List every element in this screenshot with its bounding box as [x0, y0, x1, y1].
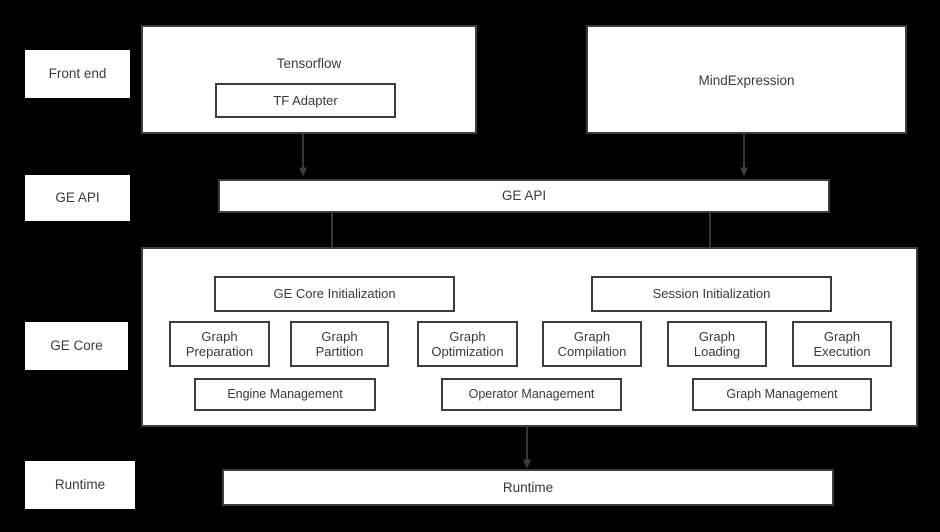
graph-management-box[interactable]: Graph Management [692, 378, 872, 411]
ge-api-bar[interactable]: GE API [218, 179, 830, 213]
graph-loading-label: Graph Loading [693, 328, 741, 359]
mindexpression-group[interactable]: MindExpression [586, 25, 907, 134]
stage-label-runtime-text: Runtime [54, 477, 106, 493]
graph-partition-box[interactable]: Graph Partition [290, 321, 389, 367]
graph-preparation-box[interactable]: Graph Preparation [169, 321, 270, 367]
tensorflow-group[interactable]: Tensorflow TF Adapter [141, 25, 477, 134]
graph-execution-box[interactable]: Graph Execution [792, 321, 892, 367]
operator-management-box[interactable]: Operator Management [441, 378, 622, 411]
stage-label-ge-api: GE API [25, 175, 130, 221]
graph-compilation-box[interactable]: Graph Compilation [542, 321, 642, 367]
ge-api-bar-label: GE API [501, 188, 547, 204]
stage-label-ge-core-text: GE Core [50, 338, 103, 354]
ge-core-initialization-label: GE Core Initialization [273, 286, 396, 302]
graph-loading-box[interactable]: Graph Loading [667, 321, 767, 367]
graph-compilation-label: Graph Compilation [557, 328, 627, 359]
runtime-bar[interactable]: Runtime [222, 469, 834, 506]
graph-partition-label: Graph Partition [315, 328, 364, 359]
ge-core-container[interactable]: GE Core Initialization Session Initializ… [141, 247, 918, 427]
engine-management-box[interactable]: Engine Management [194, 378, 376, 411]
graph-optimization-label: Graph Optimization [431, 328, 504, 359]
stage-label-ge-api-text: GE API [55, 190, 100, 206]
graph-execution-label: Graph Execution [813, 328, 871, 359]
graph-management-label: Graph Management [726, 387, 838, 402]
stage-label-ge-core: GE Core [25, 322, 128, 370]
ge-core-initialization-box[interactable]: GE Core Initialization [214, 276, 455, 312]
stage-label-front-end-text: Front end [48, 66, 107, 82]
graph-optimization-box[interactable]: Graph Optimization [417, 321, 518, 367]
engine-management-label: Engine Management [227, 387, 343, 402]
stage-label-front-end: Front end [25, 50, 130, 98]
tensorflow-title: Tensorflow [276, 56, 342, 71]
session-initialization-label: Session Initialization [652, 286, 771, 302]
tf-adapter-box[interactable]: TF Adapter [215, 83, 396, 118]
operator-management-label: Operator Management [468, 387, 595, 402]
graph-preparation-label: Graph Preparation [185, 328, 254, 359]
mindexpression-title: MindExpression [698, 73, 795, 88]
runtime-bar-label: Runtime [502, 479, 554, 495]
stage-label-runtime: Runtime [25, 461, 135, 509]
tf-adapter-label: TF Adapter [273, 92, 338, 108]
session-initialization-box[interactable]: Session Initialization [591, 276, 832, 312]
